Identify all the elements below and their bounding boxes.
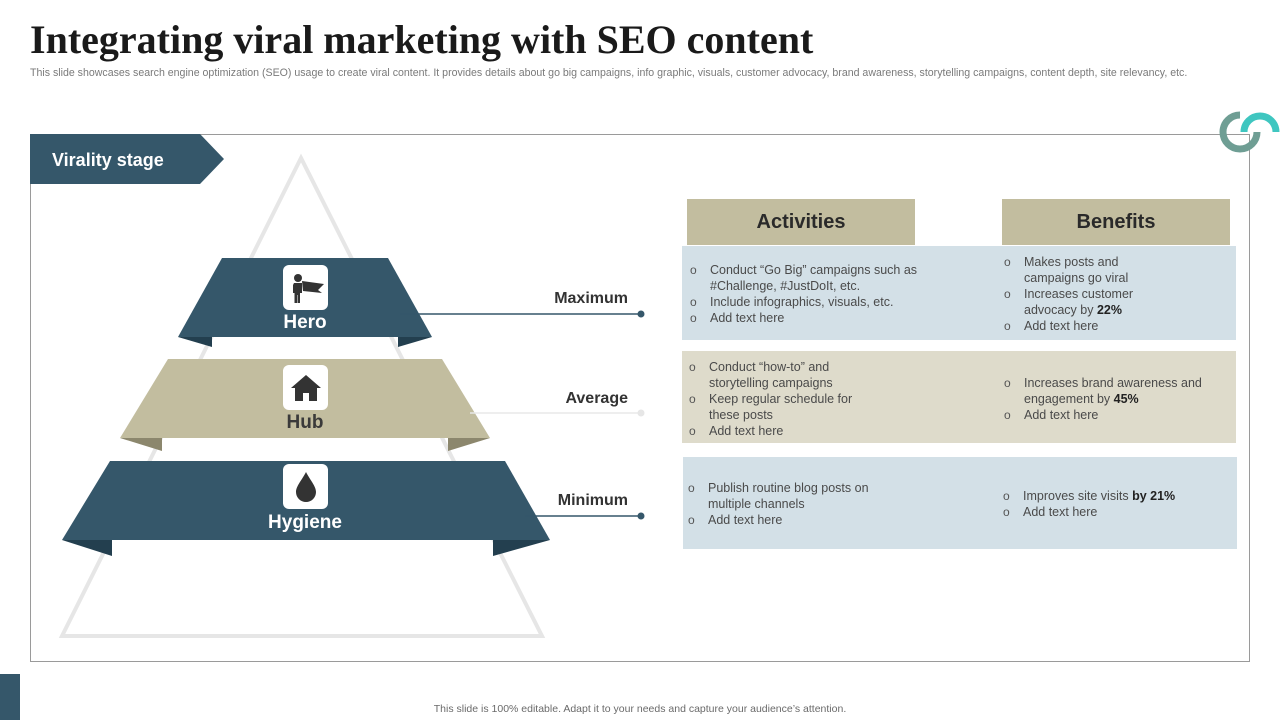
- activities-cell-hygiene: Publish routine blog posts on multiple c…: [688, 480, 898, 528]
- list-item: Add text here: [1003, 504, 1223, 520]
- connector-maximum-dot: [637, 310, 645, 318]
- hub-band-fold-left: [120, 438, 162, 451]
- hygiene-icon-box: [283, 464, 328, 509]
- list-item: Add text here: [1004, 318, 1154, 334]
- page-title: Integrating viral marketing with SEO con…: [30, 17, 814, 62]
- level-label-maximum: Maximum: [554, 290, 628, 307]
- hygiene-band-fold-right: [493, 540, 550, 556]
- list-item: Makes posts and campaigns go viral: [1004, 254, 1154, 286]
- list-item: Include infographics, visuals, etc.: [690, 294, 926, 310]
- content-frame: [30, 134, 1250, 662]
- hero-band-fold-right: [398, 337, 432, 347]
- hub-band-fold-right: [448, 438, 490, 451]
- connector-average-dot: [637, 409, 645, 417]
- list-item: Add text here: [689, 423, 879, 439]
- hub-icon-box: [283, 365, 328, 410]
- virality-stage-banner: [30, 134, 224, 184]
- benefits-cell-hygiene: Improves site visits by 21% Add text her…: [1003, 488, 1223, 520]
- benefits-cell-hero: Makes posts and campaigns go viral Incre…: [1004, 254, 1154, 334]
- list-item: Increases brand awareness and engagement…: [1004, 375, 1222, 407]
- list-item: Improves site visits by 21%: [1003, 488, 1223, 504]
- water-drop-icon: [295, 471, 316, 502]
- list-item: Conduct “how-to” and storytelling campai…: [689, 359, 879, 391]
- corner-accent: [0, 674, 20, 720]
- list-item: Conduct “Go Big” campaigns such as #Chal…: [690, 262, 926, 294]
- level-label-minimum: Minimum: [557, 492, 628, 509]
- activities-header: Activities: [687, 199, 915, 245]
- footer-note: This slide is 100% editable. Adapt it to…: [433, 703, 847, 715]
- tier-label-hero: Hero: [283, 312, 327, 333]
- hero-icon-box: [283, 265, 328, 310]
- virality-stage-label: Virality stage: [52, 150, 164, 170]
- benefits-header: Benefits: [1002, 199, 1230, 245]
- brand-logo-icon: [1219, 111, 1280, 153]
- house-icon: [290, 374, 321, 401]
- activities-cell-hero: Conduct “Go Big” campaigns such as #Chal…: [690, 262, 926, 326]
- tier-label-hub: Hub: [286, 412, 324, 433]
- list-item: Publish routine blog posts on multiple c…: [688, 480, 898, 512]
- tier-label-hygiene: Hygiene: [268, 512, 342, 533]
- connector-minimum-dot: [637, 512, 645, 520]
- activities-cell-hub: Conduct “how-to” and storytelling campai…: [689, 359, 879, 439]
- page-subtitle: This slide showcases search engine optim…: [30, 67, 1188, 79]
- level-label-average: Average: [565, 390, 628, 407]
- list-item: Increases customer advocacy by 22%: [1004, 286, 1154, 318]
- list-item: Add text here: [690, 310, 926, 326]
- list-item: Keep regular schedule for these posts: [689, 391, 879, 423]
- list-item: Add text here: [1004, 407, 1222, 423]
- benefits-cell-hub: Increases brand awareness and engagement…: [1004, 375, 1222, 423]
- hero-band-fold-left: [178, 337, 212, 347]
- list-item: Add text here: [688, 512, 898, 528]
- superhero-icon: [292, 273, 324, 303]
- hygiene-band-fold-left: [62, 540, 112, 556]
